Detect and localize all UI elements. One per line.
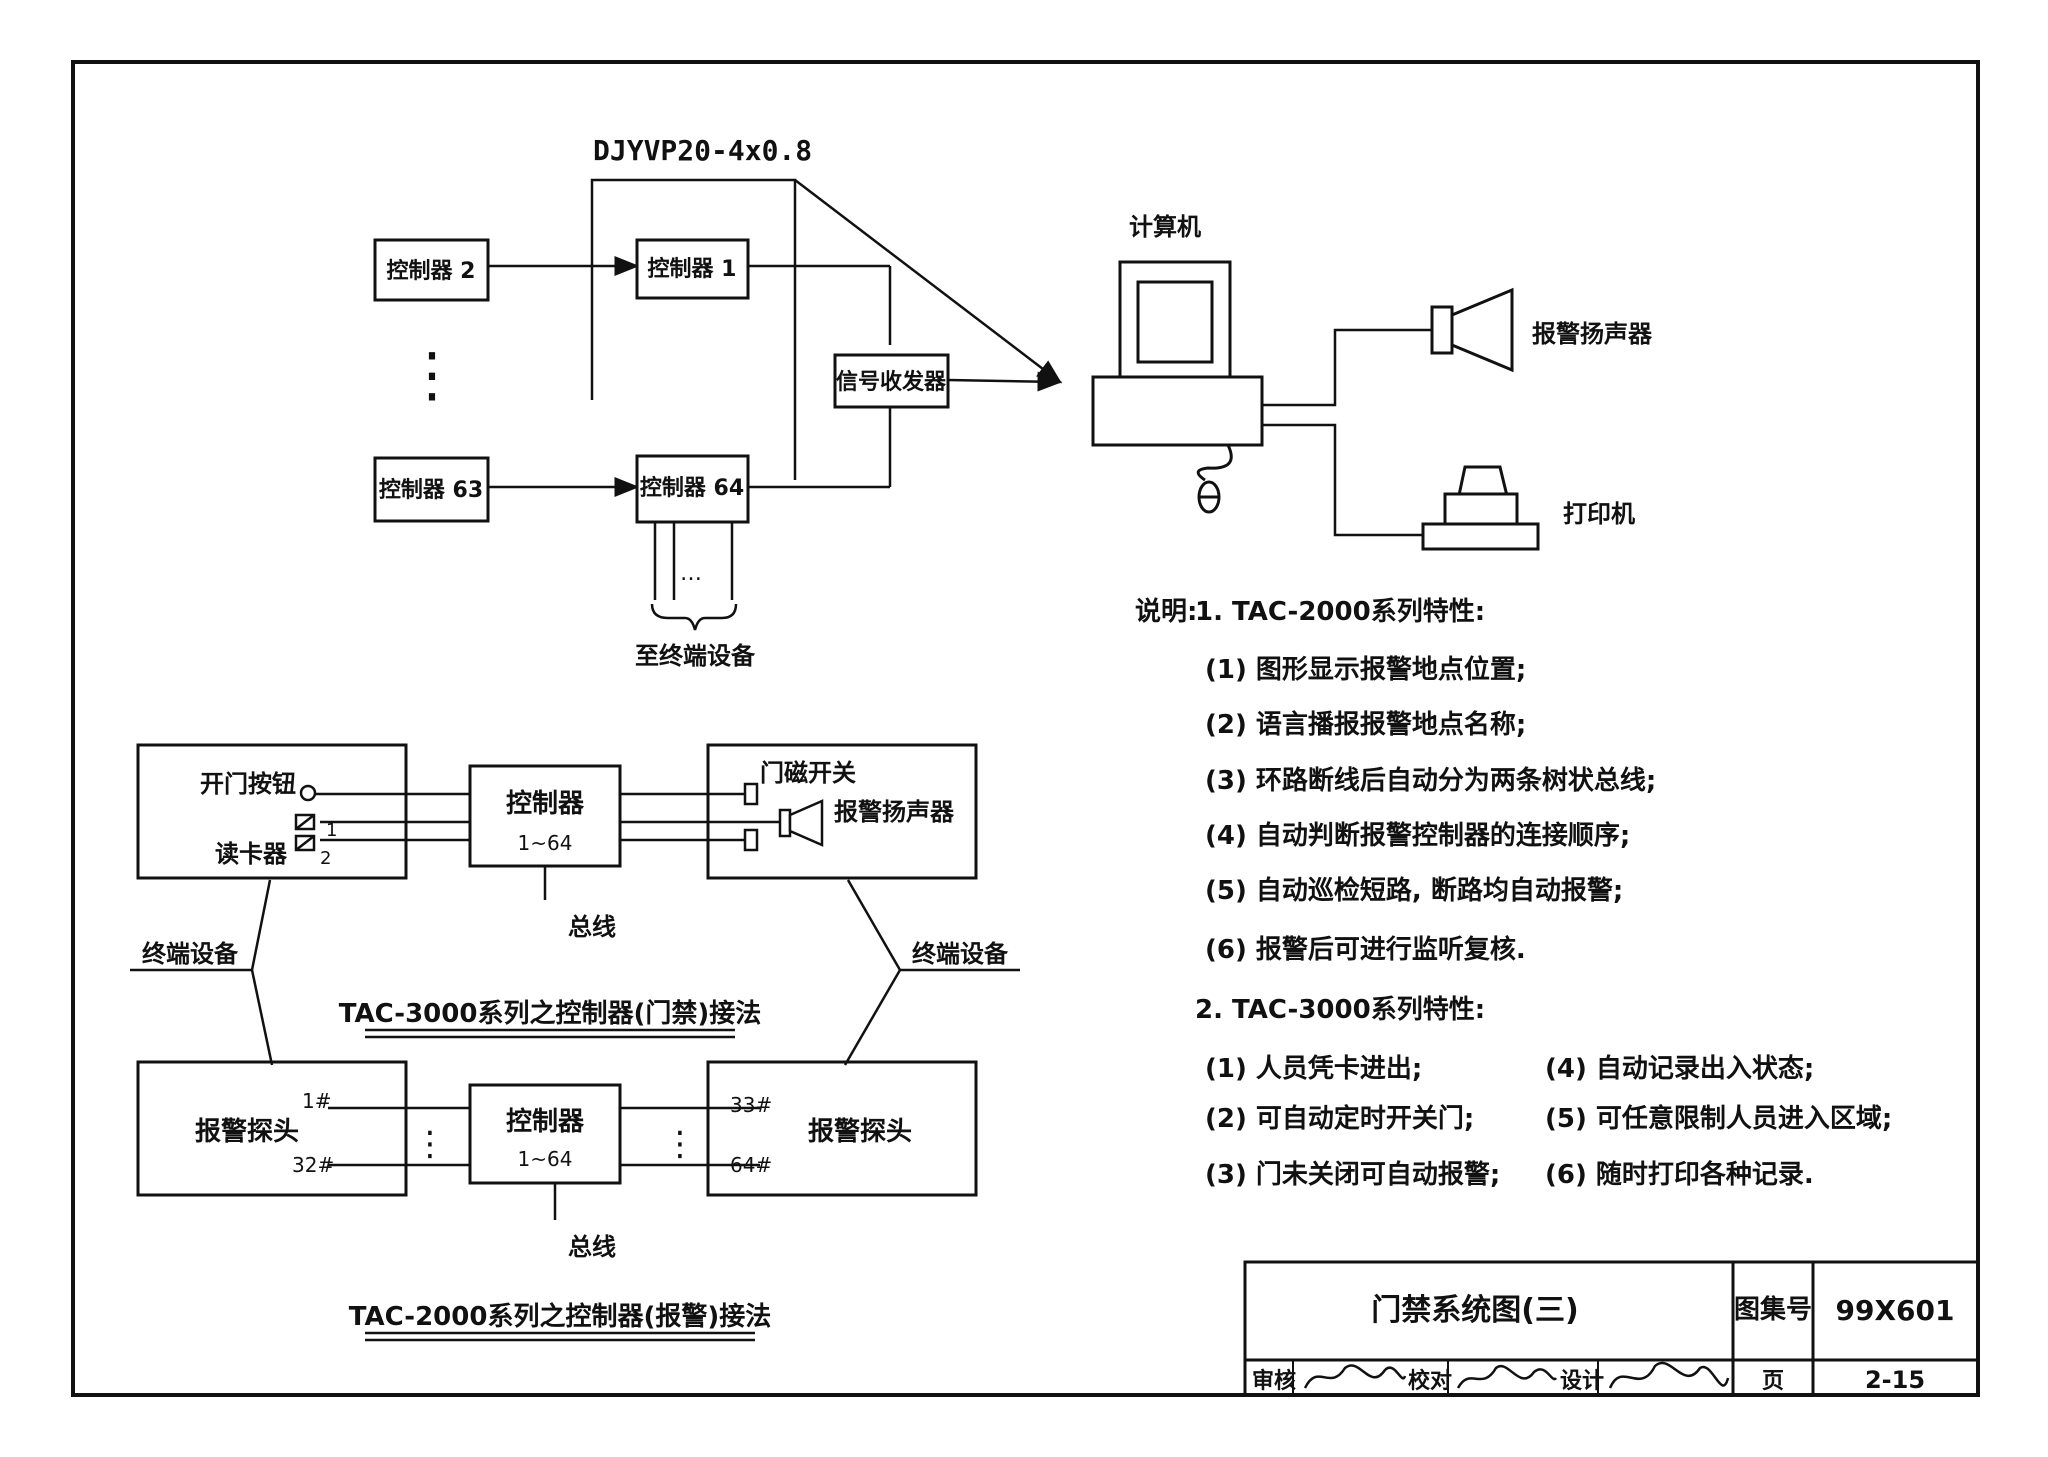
- terminal-brace: [650, 603, 738, 631]
- note-2-6: (6) 随时打印各种记录.: [1545, 1159, 1814, 1190]
- input-33-label: 33#: [730, 1093, 772, 1117]
- notes-section-2-title: 2. TAC-3000系列特性:: [1195, 994, 1485, 1025]
- door-diagram-lines: [130, 792, 1020, 1066]
- controller-2-box: [373, 238, 490, 302]
- computer-label: 计算机: [1129, 213, 1201, 241]
- alarm-speaker-label: 报警扬声器: [1532, 320, 1653, 348]
- note-1-5: (5) 自动巡检短路, 断路均自动报警;: [1205, 875, 1623, 906]
- reader-pin-2: 2: [320, 848, 331, 869]
- signal-transceiver-label: 信号收发器: [836, 369, 947, 395]
- alarm-probe-right-label: 报警探头: [808, 1116, 912, 1147]
- notes-section-1-title: 1. TAC-2000系列特性:: [1195, 596, 1485, 627]
- alarm-diagram-lines: [328, 1106, 760, 1342]
- alarm-probe-right-box: [706, 1060, 978, 1197]
- door-switch-symbols: [743, 782, 759, 852]
- terminal-label-right: 终端设备: [912, 940, 1009, 968]
- alarm-controller-label: 控制器: [506, 1107, 585, 1137]
- controller-1-label: 控制器 1: [648, 256, 737, 282]
- card-reader-symbol: [294, 813, 316, 852]
- note-1-2: (2) 语言播报报警地点名称;: [1205, 709, 1526, 740]
- controller-1-box: [635, 238, 750, 300]
- drawing-frame: [71, 60, 1980, 1397]
- note-1-4: (4) 自动判断报警控制器的连接顺序;: [1205, 820, 1630, 851]
- alarm-speaker-icon: [1430, 287, 1514, 373]
- check-label: 校对: [1408, 1368, 1452, 1394]
- signature-scribbles: [1303, 1361, 1730, 1389]
- door-input-box: [136, 743, 408, 880]
- alarm-right-ellipsis: ⋮: [663, 1124, 697, 1164]
- title-block: [1243, 1260, 1980, 1397]
- page-number: 2-15: [1865, 1366, 1925, 1394]
- note-2-4: (4) 自动记录出入状态;: [1545, 1053, 1814, 1084]
- terminal-label-left: 终端设备: [142, 940, 239, 968]
- system-diagram: [488, 178, 1432, 600]
- alarm-controller-range: 1~64: [518, 1147, 573, 1171]
- controller-63-box: [373, 456, 490, 523]
- door-switch-label: 门磁开关: [760, 759, 856, 787]
- door-controller-box: [468, 764, 622, 868]
- printer-label: 打印机: [1563, 500, 1635, 528]
- drawing-title: 门禁系统图(三): [1371, 1293, 1578, 1328]
- alarm-probe-left-label: 报警探头: [195, 1116, 299, 1147]
- notes-block: 说明: 1. TAC-2000系列特性: (1) 图形显示报警地点位置; (2)…: [1135, 596, 1892, 1190]
- printer-icon: [1421, 465, 1540, 551]
- controller-column-ellipsis: ⋮: [402, 340, 462, 410]
- controller-64-label: 控制器 64: [640, 475, 744, 501]
- open-button-label: 开门按钮: [200, 770, 296, 798]
- door-output-box: [706, 743, 978, 880]
- input-64-label: 64#: [730, 1153, 772, 1177]
- note-1-1: (1) 图形显示报警地点位置;: [1205, 654, 1526, 685]
- door-speaker-icon: [778, 799, 824, 847]
- card-reader-label: 读卡器: [215, 840, 288, 868]
- signal-transceiver-box: [833, 353, 950, 409]
- note-1-6: (6) 报警后可进行监听复核.: [1205, 934, 1526, 965]
- note-2-2: (2) 可自动定时开关门;: [1205, 1103, 1474, 1134]
- review-label: 审核: [1252, 1368, 1296, 1394]
- reader-pin-1: 1: [326, 820, 337, 841]
- design-label: 设计: [1560, 1369, 1604, 1394]
- terminal-lines-ellipsis: …: [680, 561, 702, 586]
- alarm-bus-label: 总线: [568, 1233, 616, 1261]
- notes-intro: 说明:: [1135, 597, 1197, 627]
- alarm-probe-left-box: [136, 1060, 408, 1197]
- controller-63-label: 控制器 63: [379, 477, 483, 503]
- atlas-number-label: 图集号: [1734, 1294, 1812, 1325]
- input-1-label: 1#: [302, 1089, 331, 1113]
- alarm-controller-box: [468, 1083, 622, 1185]
- input-32-label: 32#: [292, 1153, 334, 1177]
- door-controller-label: 控制器: [506, 789, 585, 819]
- alarm-diagram-caption: TAC-2000系列之控制器(报警)接法: [349, 1301, 771, 1332]
- alarm-left-ellipsis: ⋮: [413, 1124, 447, 1164]
- page-label: 页: [1762, 1369, 1784, 1394]
- door-bus-label: 总线: [568, 913, 616, 941]
- atlas-number: 99X601: [1836, 1294, 1955, 1327]
- note-2-5: (5) 可任意限制人员进入区域;: [1545, 1103, 1892, 1134]
- note-2-1: (1) 人员凭卡进出;: [1205, 1053, 1422, 1084]
- computer-icon: [1091, 260, 1264, 514]
- controller-2-label: 控制器 2: [387, 258, 476, 284]
- to-terminal-label: 至终端设备: [635, 642, 756, 670]
- note-1-3: (3) 环路断线后自动分为两条树状总线;: [1205, 765, 1656, 796]
- door-alarm-speaker-label: 报警扬声器: [834, 798, 955, 826]
- controller-64-box: [635, 454, 750, 524]
- note-2-3: (3) 门未关闭可自动报警;: [1205, 1159, 1500, 1190]
- cable-label: DJYVP20-4x0.8: [593, 134, 812, 167]
- open-button-symbol: [299, 784, 317, 802]
- door-diagram-caption: TAC-3000系列之控制器(门禁)接法: [339, 998, 761, 1029]
- door-controller-range: 1~64: [518, 831, 573, 855]
